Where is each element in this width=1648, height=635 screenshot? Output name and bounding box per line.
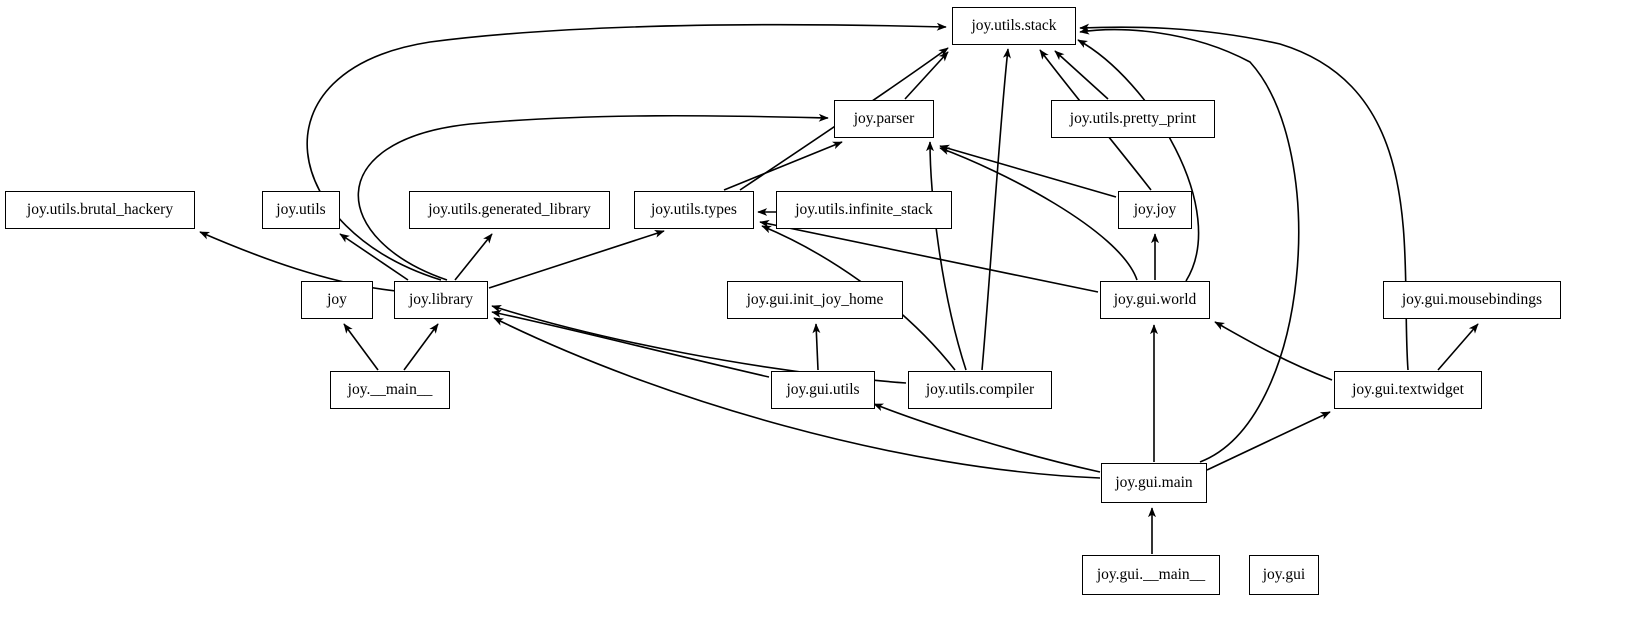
- graph-node-label: joy.joy: [1133, 201, 1177, 219]
- graph-node-label: joy.gui: [1262, 566, 1306, 584]
- graph-node-label: joy.utils: [276, 201, 326, 219]
- graph-node-label: joy.utils.types: [651, 201, 737, 219]
- graph-node-joy-gui-main[interactable]: joy.gui.__main__: [1082, 555, 1220, 595]
- graph-node-label: joy.utils.compiler: [925, 381, 1035, 399]
- graph-node-joy-utils-pretty-print[interactable]: joy.utils.pretty_print: [1051, 100, 1215, 138]
- graph-node-label: joy.gui.init_joy_home: [746, 291, 884, 309]
- graph-node-joy-gui-init-joy-home[interactable]: joy.gui.init_joy_home: [727, 281, 903, 319]
- graph-node-label: joy.utils.brutal_hackery: [26, 201, 174, 219]
- graph-node-joy-gui-main[interactable]: joy.gui.main: [1101, 463, 1207, 503]
- graph-node-label: joy.gui.textwidget: [1352, 381, 1464, 399]
- graph-node-joy-utils-compiler[interactable]: joy.utils.compiler: [908, 371, 1052, 409]
- graph-node-joy[interactable]: joy: [301, 281, 373, 319]
- graph-node-joy-parser[interactable]: joy.parser: [834, 100, 934, 138]
- graph-node-label: joy.utils.infinite_stack: [795, 201, 933, 219]
- graph-node-joy-utils-generated-library[interactable]: joy.utils.generated_library: [409, 191, 610, 229]
- graph-node-label: joy.gui.__main__: [1096, 566, 1206, 584]
- graph-node-label: joy.gui.world: [1113, 291, 1197, 309]
- graph-node-joy-main[interactable]: joy.__main__: [330, 371, 450, 409]
- graph-node-label: joy.utils.stack: [971, 17, 1057, 35]
- graph-node-label: joy.utils.pretty_print: [1069, 110, 1197, 128]
- graph-node-joy-joy[interactable]: joy.joy: [1118, 191, 1192, 229]
- graph-node-label: joy.gui.utils: [786, 381, 860, 399]
- graph-node-joy-gui-world[interactable]: joy.gui.world: [1100, 281, 1210, 319]
- graph-node-label: joy.__main__: [347, 381, 433, 399]
- graph-node-joy-utils-types[interactable]: joy.utils.types: [634, 191, 754, 229]
- graph-node-label: joy.gui.main: [1115, 474, 1193, 492]
- graph-node-label: joy.utils.generated_library: [428, 201, 591, 219]
- graph-node-joy-gui-mousebindings[interactable]: joy.gui.mousebindings: [1383, 281, 1561, 319]
- graph-node-joy-library[interactable]: joy.library: [394, 281, 488, 319]
- graph-node-label: joy.gui.mousebindings: [1401, 291, 1543, 309]
- graph-node-label: joy.parser: [853, 110, 915, 128]
- graph-node-joy-gui-utils[interactable]: joy.gui.utils: [771, 371, 875, 409]
- graph-node-joy-utils-brutal-hackery[interactable]: joy.utils.brutal_hackery: [5, 191, 195, 229]
- graph-node-joy-utils[interactable]: joy.utils: [262, 191, 340, 229]
- graph-node-joy-utils-stack[interactable]: joy.utils.stack: [952, 7, 1076, 45]
- graph-node-joy-utils-infinite-stack[interactable]: joy.utils.infinite_stack: [776, 191, 952, 229]
- graph-node-label: joy: [327, 291, 347, 309]
- graph-node-joy-gui-textwidget[interactable]: joy.gui.textwidget: [1334, 371, 1482, 409]
- graph-node-label: joy.library: [409, 291, 473, 309]
- graph-node-joy-gui[interactable]: joy.gui: [1249, 555, 1319, 595]
